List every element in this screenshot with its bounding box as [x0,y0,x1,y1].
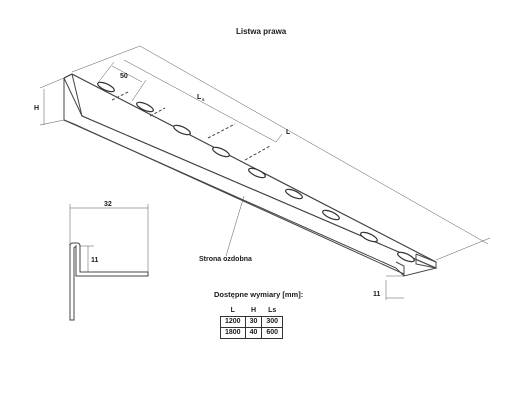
header-cell-l: L [230,307,235,314]
dim-11-profile-label: 11 [91,257,99,264]
header-cell-ls: Ls [268,307,277,314]
dim-50-label: 50 [120,73,128,80]
header-cell-h: H [250,307,256,314]
slot [285,188,303,200]
table-row: 1200 30 300 [220,316,284,328]
dim-50-line [111,65,143,83]
dim-11-flange-label: 11 [373,291,381,298]
dim-32-label: 32 [104,201,112,208]
decor-side-label: Strona ozdobna [199,256,252,263]
rail-bottom-plate [63,77,438,277]
profile-outline [69,242,149,321]
slot-centerline [207,123,236,139]
drawing-title: Listwa prawa [236,27,287,36]
slot-centerline [149,107,166,117]
slot-centerline [111,91,129,101]
dim-l-ext-left [71,45,141,73]
rail-end-top [415,253,437,263]
table-cell: 30 [244,316,263,328]
dim-l-ext-right [435,237,491,261]
slot [360,231,378,243]
rail-front-bottom-edge [73,123,405,275]
dim-l-line [139,45,489,245]
rail-left-bottom [63,119,75,125]
slot [322,209,340,221]
dim-h-ext-bottom [39,119,65,126]
table-cell: 1800 [220,327,246,339]
decor-side-leader [225,195,245,257]
table-cell: 300 [261,316,284,328]
slot [248,167,266,179]
slot-group [97,81,415,263]
dim-ls-line [123,59,277,143]
slot [212,146,230,158]
dim-50-ext-right [131,79,147,102]
rail-end-lip [415,254,437,269]
dimensions-table-title: Dostępne wymiary [mm]: [214,290,304,299]
table-header-row: L H Ls [221,306,283,317]
slot [397,251,415,263]
dim-ls-label: L [197,94,202,101]
dim-ls-subscript: s [202,97,205,102]
slot [173,124,191,136]
slot [136,101,154,113]
rail-end-flange [395,261,405,276]
dim-ls-ext [275,133,283,143]
dim-l-label: L [286,129,291,136]
dim-h-label: H [34,105,39,112]
dimensions-table: L H Ls 1200 30 300 1800 40 600 [220,306,284,339]
table-cell: 600 [261,327,284,339]
dim-h-ext-top [39,77,65,89]
table-cell: 1200 [220,316,246,328]
table-row: 1800 40 600 [220,327,284,339]
profile-section: 32 11 [69,201,149,321]
slot-centerline [244,145,271,161]
dim-50-ext-left [96,61,115,85]
table-cell: 40 [244,327,263,339]
